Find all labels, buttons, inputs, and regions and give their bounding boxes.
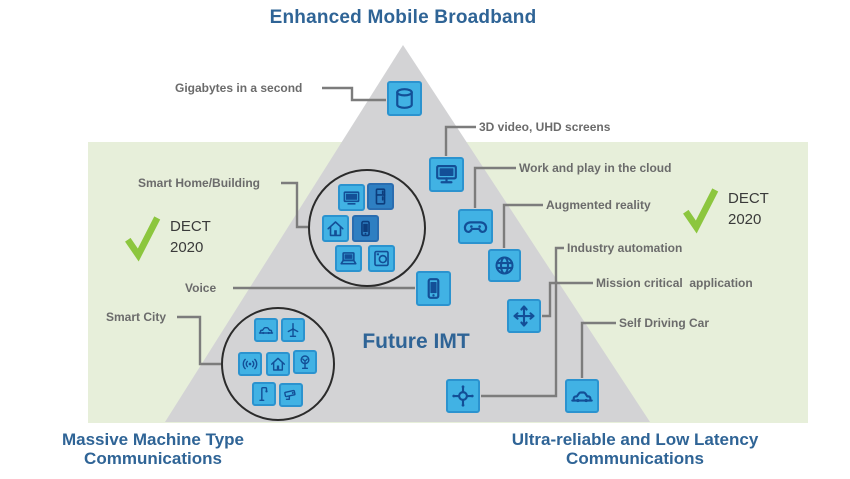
callout-work-and-play-in-the-cloud: Work and play in the cloud — [519, 161, 672, 175]
callout-3d-video-uhd-screens: 3D video, UHD screens — [479, 120, 611, 134]
database-icon — [386, 80, 422, 116]
uhd-monitor-icon — [428, 156, 464, 192]
smart-home-icon — [321, 214, 349, 242]
washing-machine-icon — [367, 244, 395, 272]
smart-home-building-cluster — [308, 169, 426, 287]
laptop-icon — [334, 244, 362, 272]
title-bl-line1: Massive Machine Type — [61, 430, 245, 449]
tv-icon — [337, 183, 365, 211]
street-lamp-icon — [252, 382, 276, 406]
smart-city-cluster — [221, 307, 335, 421]
callout-gigabytes-in-a-second: Gigabytes in a second — [175, 81, 303, 95]
wind-turbine-icon — [281, 318, 305, 342]
callout-industry-automation: Industry automation — [567, 241, 683, 255]
dect-line2: 2020 — [170, 239, 204, 256]
callout-smart-home-building: Smart Home/Building — [138, 176, 261, 190]
callout-augmented-reality: Augmented reality — [546, 198, 651, 212]
dect-2020-badge-right: DECT 2020 — [682, 182, 769, 234]
title-br-line1: Ultra-reliable and Low Latency — [511, 430, 759, 449]
dect-line2: 2020 — [728, 211, 762, 228]
connector-gigabytes-line — [322, 86, 386, 102]
ar-globe-icon — [487, 248, 521, 282]
crossed-arrows-icon — [507, 299, 541, 333]
checkmark-icon — [683, 188, 719, 234]
cctv-camera-icon — [279, 383, 303, 407]
tree-icon — [293, 350, 317, 374]
automation-hub-icon — [446, 379, 480, 413]
dect-line1: DECT — [728, 190, 769, 207]
connector-self-driving-line — [580, 321, 616, 378]
dect-2020-text: DECT 2020 — [170, 210, 211, 258]
sensor-signal-icon — [238, 352, 262, 376]
title-massive-machine-type-communications: Massive Machine Type Communications — [28, 430, 278, 468]
self-driving-car-icon — [565, 379, 599, 413]
voice-smartphone-icon — [415, 270, 451, 306]
title-ultra-reliable-low-latency-communications: Ultra-reliable and Low Latency Communica… — [450, 430, 820, 468]
title-bl-line2: Communications — [84, 449, 222, 468]
callout-mission-critical-application: Mission critical application — [596, 276, 753, 290]
callout-smart-city: Smart City — [106, 310, 167, 324]
connector-mission-line — [542, 281, 593, 318]
fridge-icon — [366, 182, 394, 210]
city-home-icon — [266, 352, 290, 376]
callout-voice: Voice — [185, 281, 217, 295]
connector-augmented-line — [502, 203, 543, 248]
connector-smart-city-line — [177, 315, 221, 366]
title-future-imt: Future IMT — [362, 330, 470, 353]
title-br-line2: Communications — [566, 449, 704, 468]
checkmark-icon — [125, 216, 161, 262]
home-smartphone-icon — [351, 214, 379, 242]
title-enhanced-mobile-broadband: Enhanced Mobile Broadband — [269, 7, 537, 28]
connector-industry-line — [481, 246, 564, 398]
city-car-icon — [254, 318, 278, 342]
connector-3d-video-line — [444, 125, 476, 156]
connector-smart-home-line — [281, 181, 308, 229]
dect-2020-text: DECT 2020 — [728, 182, 769, 230]
dect-2020-badge-left: DECT 2020 — [124, 210, 211, 262]
callout-self-driving-car: Self Driving Car — [619, 316, 710, 330]
game-controller-icon — [457, 208, 493, 244]
dect-line1: DECT — [170, 218, 211, 235]
connector-work-play-line — [473, 166, 516, 208]
